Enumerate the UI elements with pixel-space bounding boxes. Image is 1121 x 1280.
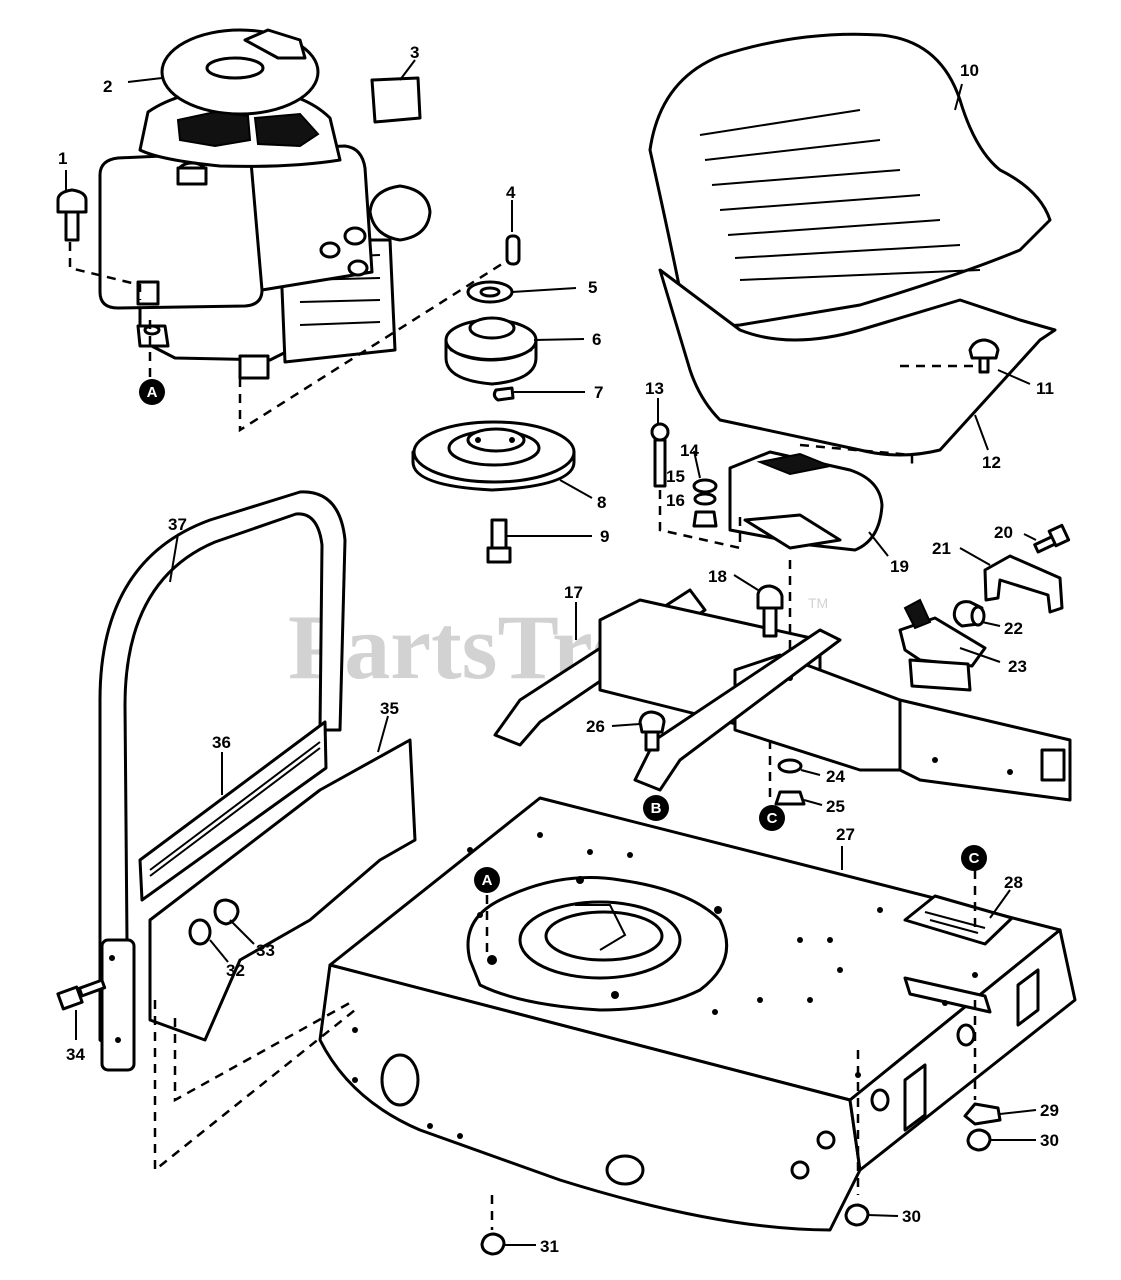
callout-18: 18: [708, 567, 727, 586]
callout-20: 20: [994, 523, 1013, 542]
callout-27: 27: [836, 825, 855, 844]
bolt-13: [650, 422, 670, 488]
ref-marker-a-frame: A: [474, 867, 500, 893]
callout-numbers: 1 2 3 4 5 6 7 8 9 10 11 12 13 14 15 16 1…: [58, 43, 1059, 1256]
callout-23: 23: [1008, 657, 1027, 676]
ref-marker-c-tube: C: [759, 805, 785, 831]
callout-16: 16: [666, 491, 685, 510]
callout-28: 28: [1004, 873, 1023, 892]
ref-marker-c-frame: C: [961, 845, 987, 871]
callout-30-a: 30: [1040, 1131, 1059, 1150]
reference-markers: A A B C C: [139, 379, 987, 893]
leader-lines: [65, 59, 1037, 1246]
bracket-19: [728, 450, 884, 552]
engine: [98, 28, 432, 380]
pin-4: [505, 234, 521, 266]
ref-marker-a-engine: A: [139, 379, 165, 405]
svg-text:A: A: [482, 872, 493, 889]
callout-29: 29: [1040, 1101, 1059, 1120]
callout-8: 8: [597, 493, 606, 512]
svg-text:C: C: [767, 810, 778, 827]
watermark-trademark: TM: [808, 595, 828, 611]
callout-37: 37: [168, 515, 187, 534]
switch-23: [898, 598, 987, 692]
washers-14-15-16: [692, 478, 718, 528]
label-plate: [370, 76, 422, 124]
callout-33: 33: [256, 941, 275, 960]
washer-24: [777, 758, 803, 774]
assembly-lines: [68, 242, 977, 1230]
bolt-18: [756, 584, 784, 638]
washer-5: [466, 280, 514, 304]
key-7: [492, 386, 515, 402]
bolt-20: [1033, 523, 1071, 554]
bracket-35: [148, 738, 417, 1042]
callout-12: 12: [982, 453, 1001, 472]
bolt-34: [56, 978, 107, 1011]
callout-7: 7: [594, 383, 603, 402]
callout-11: 11: [1036, 379, 1054, 398]
callout-19: 19: [890, 557, 909, 576]
callout-6: 6: [592, 330, 601, 349]
bolt-1: [56, 188, 88, 242]
plate-36: [138, 720, 328, 902]
nut-33: [213, 898, 240, 926]
callout-3: 3: [410, 43, 419, 62]
callout-32: 32: [226, 961, 245, 980]
callout-17: 17: [564, 583, 583, 602]
callout-15: 15: [666, 467, 685, 486]
callout-14: 14: [680, 441, 699, 460]
callout-30-b: 30: [902, 1207, 921, 1226]
nut-30-b: [844, 1203, 870, 1227]
svg-text:C: C: [969, 850, 980, 867]
callout-36: 36: [212, 733, 231, 752]
nut-31: [480, 1232, 506, 1256]
callout-22: 22: [1004, 619, 1023, 638]
callout-25: 25: [826, 797, 845, 816]
callout-21: 21: [932, 539, 951, 558]
callout-31: 31: [540, 1237, 559, 1256]
main-frame: [318, 796, 1077, 1232]
decal-28: [903, 894, 1014, 946]
spacer-22: [952, 600, 986, 628]
callout-1: 1: [58, 149, 67, 168]
callout-35: 35: [380, 699, 399, 718]
svg-text:A: A: [147, 384, 158, 401]
callout-4: 4: [506, 183, 516, 202]
callout-34: 34: [66, 1045, 85, 1064]
pulley-8: [411, 420, 576, 492]
bracket-21: [983, 554, 1064, 614]
seat: [648, 32, 1057, 457]
callout-13: 13: [645, 379, 664, 398]
callout-24: 24: [826, 767, 845, 786]
svg-text:B: B: [651, 800, 662, 817]
callout-5: 5: [588, 278, 597, 297]
nut-25: [774, 790, 806, 806]
callout-2: 2: [103, 77, 112, 96]
bolt-26: [638, 710, 666, 752]
bolt-9: [486, 518, 512, 564]
nut-30-a: [966, 1128, 992, 1152]
callout-10: 10: [960, 61, 979, 80]
clip-29: [963, 1102, 1002, 1126]
callout-26: 26: [586, 717, 605, 736]
ref-marker-b: B: [643, 795, 669, 821]
bolt-11: [968, 338, 1000, 374]
pulley-6: [444, 316, 538, 386]
roll-bar: [98, 490, 347, 1072]
callout-9: 9: [600, 527, 609, 546]
washer-32: [188, 918, 212, 946]
